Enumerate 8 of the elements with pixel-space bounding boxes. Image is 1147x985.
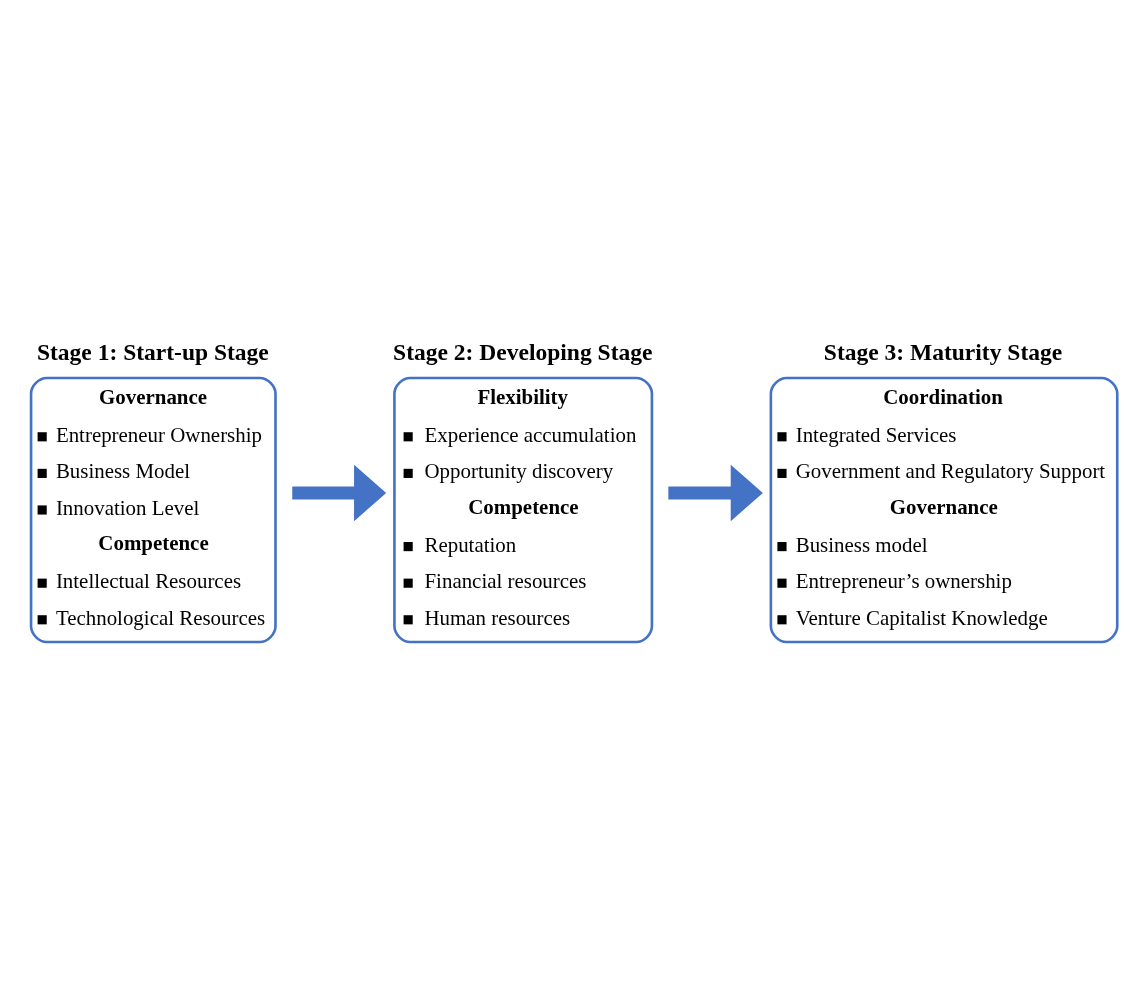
- arrow: [292, 464, 387, 521]
- node-box: Governance Entrepreneur Ownership Business Model Innovation Level Competence Intellectual Resources Technological Resources: [29, 376, 277, 643]
- arrow: [668, 464, 763, 521]
- node-label: Stage 3: Maturity Stage: [823, 338, 1063, 365]
- node-box: Flexibility Experience accumulation Opportunity discovery Competence Reputation Financial resources Human resources: [393, 376, 654, 643]
- node-box: Coordination Integrated Services Government and Regulatory Support Governance Business model Entrepreneur’s ownership Venture Capitalist Knowledge: [769, 376, 1119, 643]
- node-label: Stage 2: Developing Stage: [393, 338, 653, 365]
- node-label: Stage 1: Start-up Stage: [36, 338, 269, 365]
